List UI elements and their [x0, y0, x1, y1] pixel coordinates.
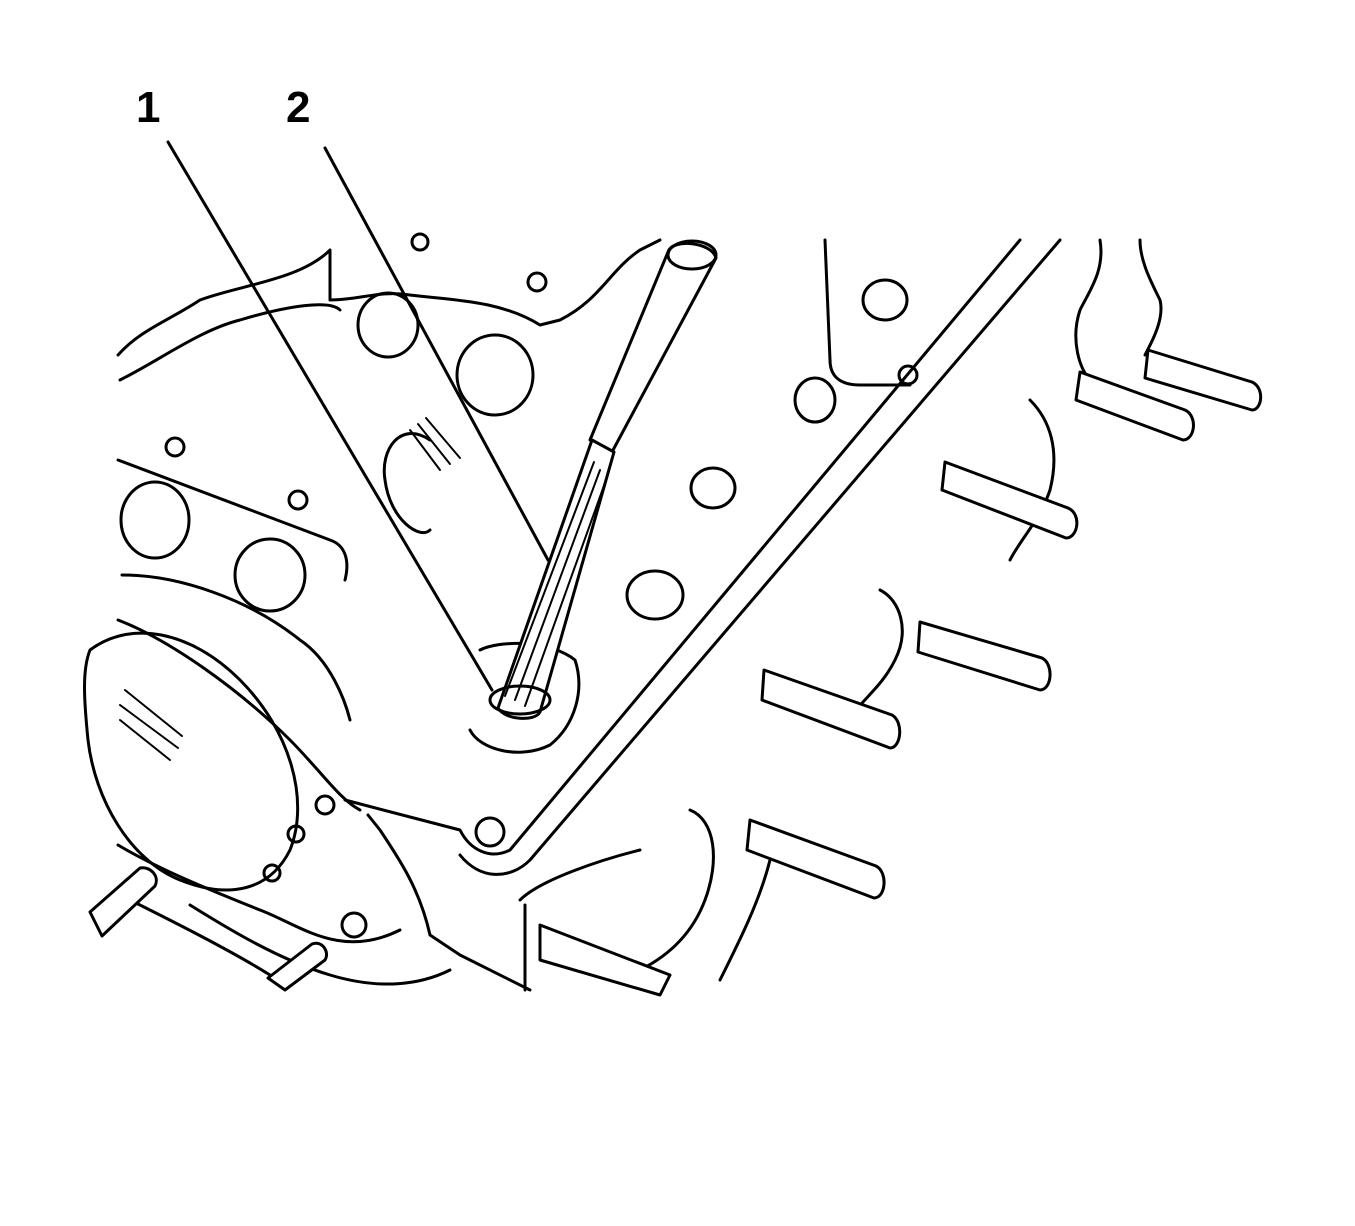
callout-leaders — [166, 140, 550, 692]
reamer — [488, 239, 718, 720]
leader-line-2 — [323, 146, 550, 562]
cylinder-head-studs — [88, 348, 1263, 997]
cylinder-head-casting — [83, 232, 1163, 992]
callout-label-2: 2 — [286, 83, 311, 132]
leader-line-1 — [166, 140, 494, 692]
callout-label-1: 1 — [136, 83, 161, 132]
